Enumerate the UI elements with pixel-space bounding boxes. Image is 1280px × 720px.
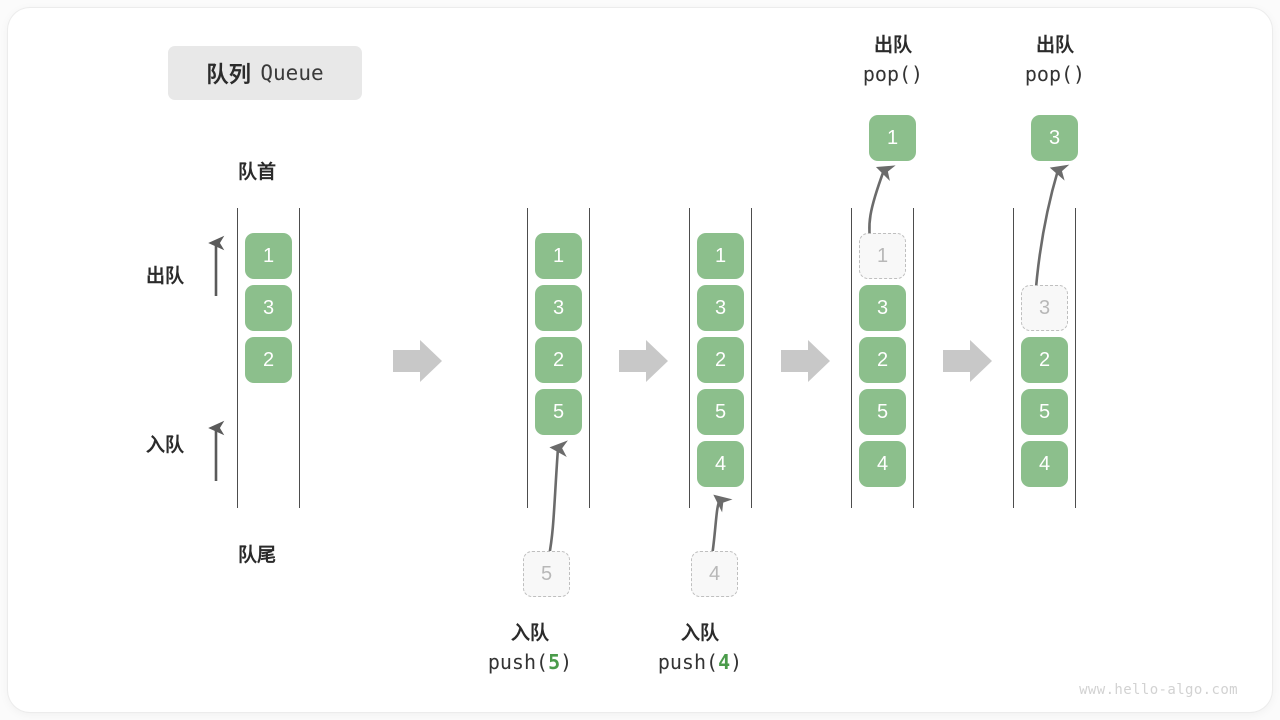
column-rail-left [1013,208,1014,508]
caption-pop-1-code: pop() [862,61,924,86]
queue-column-after-push-5: 1 3 2 5 [527,208,591,508]
column-rail-left [527,208,528,508]
watermark: www.hello-algo.com [1079,682,1238,698]
caption-push-5-fn: push( [487,649,549,674]
queue-cell: 2 [1021,337,1068,383]
popped-cell-1: 1 [869,115,916,161]
queue-cell: 4 [697,441,744,487]
step-arrow-3-icon [781,340,830,382]
caption-pop-3-cn: 出队 [1035,35,1074,56]
caption-pop-1-cn: 出队 [873,35,912,56]
queue-cell: 3 [697,285,744,331]
title-chinese: 队列 [206,62,252,87]
caption-pop-1: 出队 pop() [793,32,993,89]
column-rail-right [751,208,752,508]
caption-push-5: 入队 push(5) [430,620,630,677]
dequeue-direction-label: 出队 [146,266,185,287]
queue-cell: 1 [245,233,292,279]
caption-pop-3: 出队 pop() [955,32,1155,89]
column-rail-right [913,208,914,508]
step-arrow-2-icon [619,340,668,382]
column-rail-right [299,208,300,508]
queue-column-initial: 1 3 2 [237,208,301,508]
queue-cell: 5 [535,389,582,435]
caption-push-5-fn-end: ) [560,649,573,674]
queue-cell: 5 [859,389,906,435]
queue-column-after-push-4: 1 3 2 5 4 [689,208,753,508]
queue-cell: 2 [859,337,906,383]
caption-push-4: 入队 push(4) [600,620,800,677]
caption-pop-3-code: pop() [1024,61,1086,86]
queue-column-after-pop-3: 3 2 5 4 [1013,208,1077,508]
step-arrow-4-icon [943,340,992,382]
push-5-arrow-icon [547,440,568,557]
queue-cell: 5 [1021,389,1068,435]
queue-cell: 2 [697,337,744,383]
caption-push-5-num: 5 [548,649,561,674]
column-rail-left [851,208,852,508]
caption-push-4-cn: 入队 [680,623,719,644]
queue-cell: 4 [859,441,906,487]
column-rail-right [589,208,590,508]
caption-push-4-num: 4 [718,649,731,674]
push-4-arrow-icon [710,494,733,557]
queue-cell: 5 [697,389,744,435]
caption-push-5-code: push(5) [430,648,630,677]
queue-cell: 3 [245,285,292,331]
popped-cell-3: 3 [1031,115,1078,161]
queue-tail-label: 队尾 [238,545,277,566]
title-badge: 队列 Queue [168,46,362,100]
enqueue-direction-label: 入队 [146,435,185,456]
queue-cell: 1 [535,233,582,279]
column-rail-left [689,208,690,508]
caption-push-5-cn: 入队 [510,623,549,644]
queue-cell: 4 [1021,441,1068,487]
column-rail-right [1075,208,1076,508]
caption-push-4-fn: push( [657,649,719,674]
incoming-ghost-cell-4: 4 [691,551,738,597]
queue-head-label: 队首 [238,162,277,183]
queue-cell: 1 [697,233,744,279]
column-rail-left [237,208,238,508]
queue-cell: 3 [859,285,906,331]
step-arrow-1-icon [393,340,442,382]
dequeued-ghost-cell: 3 [1021,285,1068,331]
queue-column-after-pop-1: 1 3 2 5 4 [851,208,915,508]
queue-cell: 3 [535,285,582,331]
dequeued-ghost-cell: 1 [859,233,906,279]
queue-cell: 2 [245,337,292,383]
incoming-ghost-cell-5: 5 [523,551,570,597]
title-english: Queue [260,61,324,85]
caption-push-4-code: push(4) [600,648,800,677]
queue-cell: 2 [535,337,582,383]
caption-push-4-fn-end: ) [730,649,743,674]
